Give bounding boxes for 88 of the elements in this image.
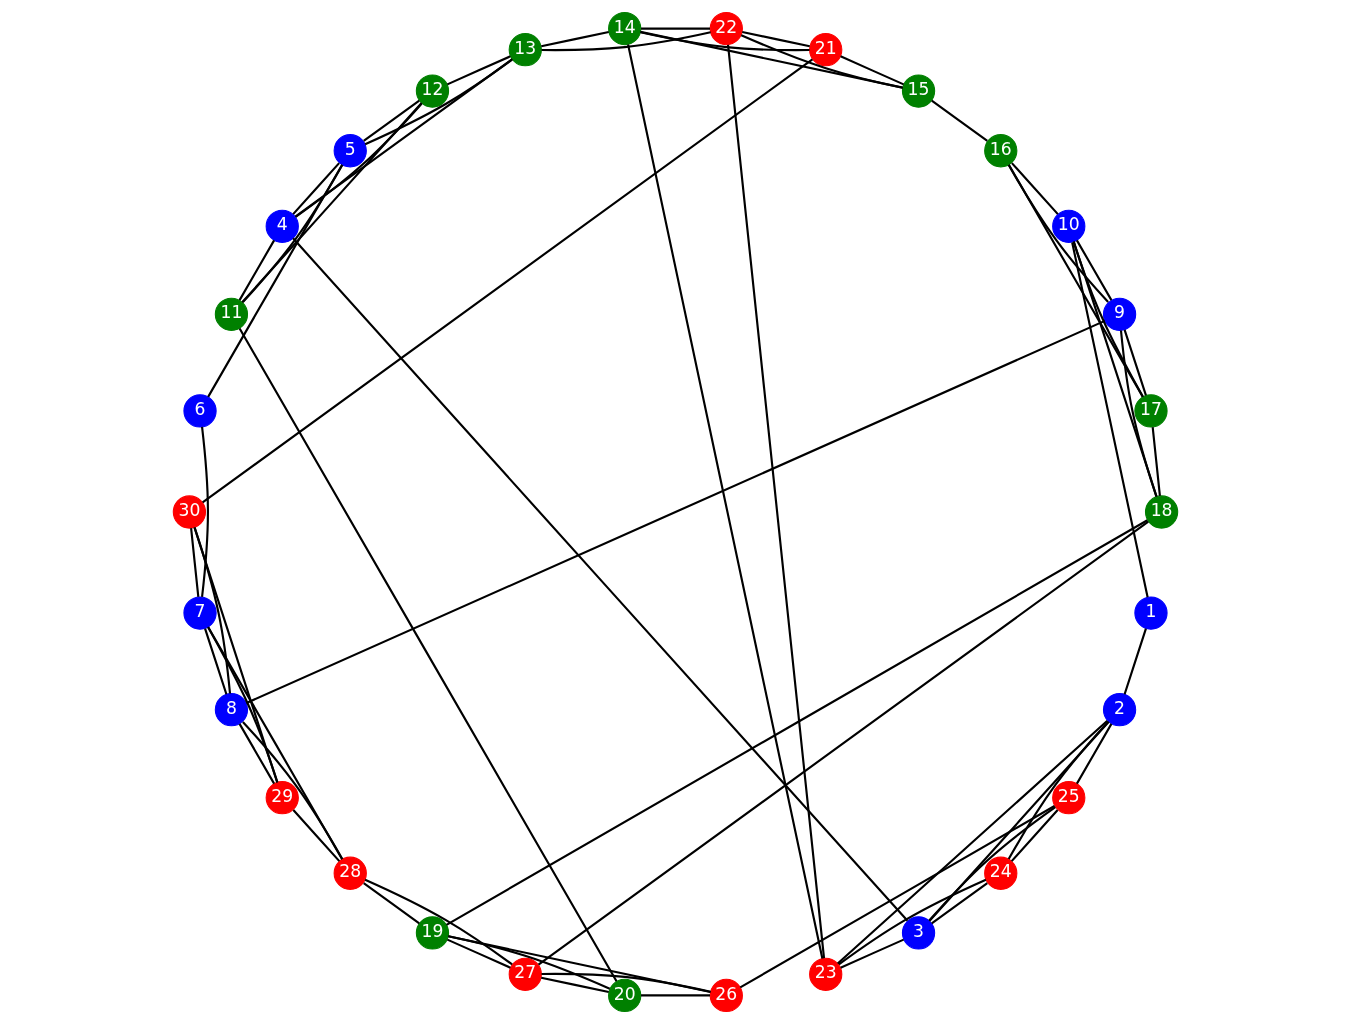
connector xyxy=(840,55,905,86)
node-circle: 7 xyxy=(183,596,217,630)
connector xyxy=(201,426,209,598)
connector xyxy=(838,878,987,966)
connector xyxy=(726,44,826,959)
connector xyxy=(640,31,810,52)
connector xyxy=(541,31,711,52)
connector xyxy=(363,882,420,925)
node-circle: 20 xyxy=(608,978,642,1013)
node-circle: 5 xyxy=(333,134,367,168)
node-circle: 26 xyxy=(709,978,743,1013)
node-circle: 3 xyxy=(901,916,936,950)
node-circle: 17 xyxy=(1134,394,1168,428)
connector xyxy=(1007,164,1109,303)
connector xyxy=(363,99,420,142)
connector xyxy=(1007,164,1144,398)
connector xyxy=(840,938,905,969)
connector xyxy=(238,239,276,301)
node-circle: 11 xyxy=(214,297,249,331)
connector xyxy=(207,626,344,860)
connector xyxy=(364,58,513,146)
node-circle: 16 xyxy=(984,134,1018,168)
connector xyxy=(1011,162,1059,215)
connector xyxy=(242,164,344,303)
connector xyxy=(641,27,710,30)
node-circle: 24 xyxy=(984,856,1018,890)
connector xyxy=(1072,241,1158,497)
connector xyxy=(292,809,341,862)
node-circle: 25 xyxy=(1052,781,1086,815)
connector xyxy=(1151,427,1161,496)
connector xyxy=(931,882,988,925)
connector xyxy=(1007,721,1109,860)
connector xyxy=(204,628,228,695)
connector xyxy=(207,164,344,398)
connector xyxy=(1010,809,1059,862)
connector xyxy=(292,237,909,922)
connector xyxy=(292,162,340,215)
node-circle: 9 xyxy=(1102,297,1137,331)
connector xyxy=(1123,329,1147,396)
connector xyxy=(207,626,279,783)
node-circle: 2 xyxy=(1102,693,1137,727)
connector xyxy=(836,719,1109,965)
connector xyxy=(446,55,511,86)
connector xyxy=(537,520,1149,966)
node-circle: 10 xyxy=(1052,209,1086,243)
connector xyxy=(541,976,609,994)
node-circle: 23 xyxy=(809,957,843,991)
connector xyxy=(1075,239,1113,301)
connector xyxy=(364,878,513,966)
connector xyxy=(928,721,1110,922)
node-circle: 1 xyxy=(1134,596,1168,630)
connector xyxy=(238,723,276,785)
connector xyxy=(1071,242,1149,598)
node-circle: 22 xyxy=(709,11,743,46)
connector xyxy=(742,30,810,48)
connector xyxy=(627,44,824,959)
node-circle: 12 xyxy=(415,74,450,108)
connector xyxy=(641,994,710,997)
connector xyxy=(190,528,200,597)
connector xyxy=(246,319,1106,704)
connector xyxy=(295,102,423,218)
connector xyxy=(1075,723,1113,785)
node-circle: 18 xyxy=(1144,495,1179,529)
node-circle: 8 xyxy=(214,693,249,727)
connector xyxy=(928,806,1056,922)
node-circle: 14 xyxy=(608,11,642,46)
connector xyxy=(242,721,344,860)
connector xyxy=(446,938,511,969)
connector xyxy=(445,519,1148,926)
connector xyxy=(202,58,814,504)
connector xyxy=(294,58,513,218)
connector xyxy=(541,30,609,48)
connector xyxy=(238,327,618,982)
node-circle: 29 xyxy=(265,781,299,815)
node-circle: 30 xyxy=(172,495,207,529)
node-circle: 6 xyxy=(183,394,217,428)
connector xyxy=(193,527,279,783)
node-circle: 21 xyxy=(809,33,843,67)
connector xyxy=(541,972,711,993)
node-circle: 27 xyxy=(508,957,542,991)
node-circle: 19 xyxy=(415,916,450,950)
node-circle: 15 xyxy=(901,74,936,108)
connector xyxy=(241,102,423,303)
node-circle: 28 xyxy=(333,856,367,890)
node-circle: 13 xyxy=(508,33,542,67)
node-circle: 4 xyxy=(265,209,299,243)
connector xyxy=(931,99,988,142)
connector xyxy=(1123,628,1147,695)
